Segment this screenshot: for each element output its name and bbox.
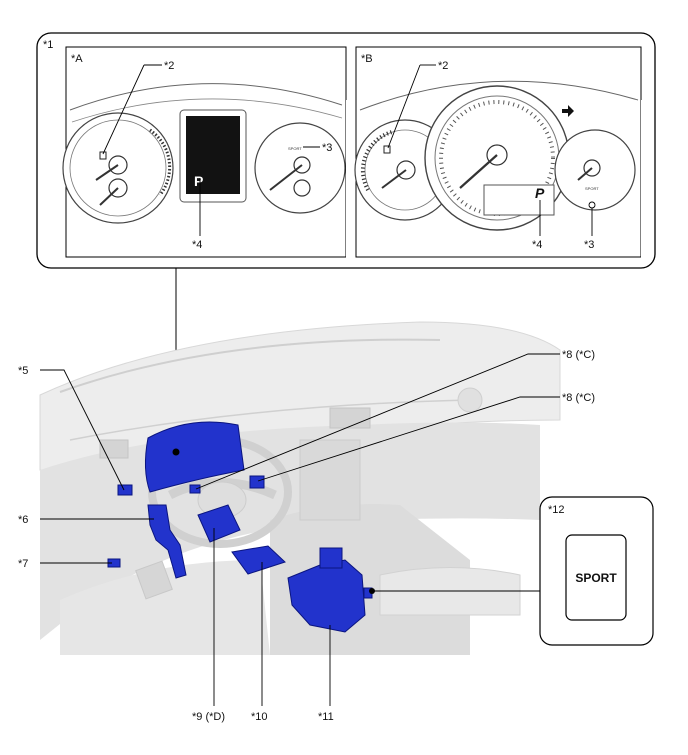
callout-1: *1: [43, 39, 53, 51]
callout-b2: *2: [438, 60, 448, 72]
panel-b-speedometer-scale: [439, 100, 555, 216]
panel-b-fuel-icon: [383, 145, 391, 154]
part-8-b: [249, 475, 265, 489]
panel-b-gear-indicator: P: [535, 185, 545, 201]
leader-8-top: [195, 353, 560, 490]
callout-7: *7: [18, 558, 28, 570]
panel-b-right-needle: [577, 167, 593, 181]
part-8-a: [189, 484, 201, 494]
panel-a-left-needle-1: [95, 164, 119, 181]
lower-callouts: *5 *6 *7 *8 (*C) *8 (*C) *9 (*D) *10 *11: [18, 349, 595, 723]
callout-11: *11: [318, 711, 334, 723]
vent-left: [99, 439, 129, 459]
callout-b3: *3: [584, 239, 594, 251]
part-9: [197, 504, 241, 543]
panel-a-clip-right: [346, 100, 358, 260]
callout-5: *5: [18, 365, 28, 377]
panel-a-dash-arc: [69, 83, 343, 111]
panel-a-dash-arc-inner: [71, 98, 343, 123]
callout-10: *10: [251, 711, 268, 723]
callout-a3: *3: [322, 142, 332, 154]
panel-a-sport-indicator: SPORT: [288, 146, 302, 151]
sport-switch-label: SPORT: [575, 571, 617, 585]
callout-8-top: *8 (*C): [562, 349, 595, 361]
pedal: [135, 560, 173, 600]
panel-b-info-window: [483, 184, 555, 216]
vehicle-interior: [39, 321, 561, 655]
leader-b2: [387, 64, 421, 149]
windshield-edge: [59, 338, 441, 393]
callout-a2: *2: [164, 60, 174, 72]
panel-b-left-scale: [360, 130, 393, 191]
sport-switch-panel: *12 SPORT: [369, 496, 654, 646]
leader-b3-end: [588, 201, 596, 209]
panel-b-clip-right: [641, 100, 653, 260]
callout-b4: *4: [532, 239, 542, 251]
panel-a-left-gauge-inner: [69, 119, 167, 217]
combination-meter-group: *1 *A P SPORT: [36, 32, 656, 269]
center-stack: [299, 439, 361, 521]
panel-a-left-needle-2: [99, 187, 119, 206]
combination-meter-part: [144, 421, 245, 493]
speaker-right: [457, 387, 483, 413]
combination-meter-dot: [172, 448, 180, 456]
shift-lever-knob: [319, 547, 343, 569]
highlighted-components: [107, 421, 373, 633]
panel-a-right-needle: [269, 164, 303, 191]
leader-12-dot: [369, 588, 375, 594]
callout-8-bottom: *8 (*C): [562, 392, 595, 404]
callout-12: *12: [548, 504, 565, 516]
callout-6: *6: [18, 514, 28, 526]
sport-switch-button: [565, 534, 627, 621]
turn-arrow-icon: [562, 105, 574, 117]
callout-9: *9 (*D): [192, 711, 225, 723]
leader-8-bottom: [257, 396, 560, 482]
panel-b-sport-indicator: SPORT: [585, 186, 599, 191]
part-10: [231, 545, 286, 575]
leader-5: [40, 369, 125, 491]
panel-a-right-dial-2: [293, 179, 311, 197]
vent-center: [329, 407, 371, 429]
floor-area: [60, 560, 270, 655]
part-5: [117, 484, 133, 496]
part-6: [147, 504, 187, 579]
panel-b-left-needle: [381, 169, 407, 189]
panel-b-dash-arc: [359, 80, 639, 111]
panel-a-gear-indicator: P: [194, 173, 203, 189]
panel-b-speedo-needle: [459, 154, 498, 189]
panel-a-display: [186, 116, 240, 194]
callout-b: *B: [361, 53, 373, 65]
callout-a4: *4: [192, 239, 202, 251]
meter-panel-b: *B P SPORT *2: [354, 46, 653, 260]
meter-panel-a: *A P SPORT *2: [62, 46, 358, 260]
leader-a2: [102, 64, 145, 155]
callout-a: *A: [71, 53, 83, 65]
